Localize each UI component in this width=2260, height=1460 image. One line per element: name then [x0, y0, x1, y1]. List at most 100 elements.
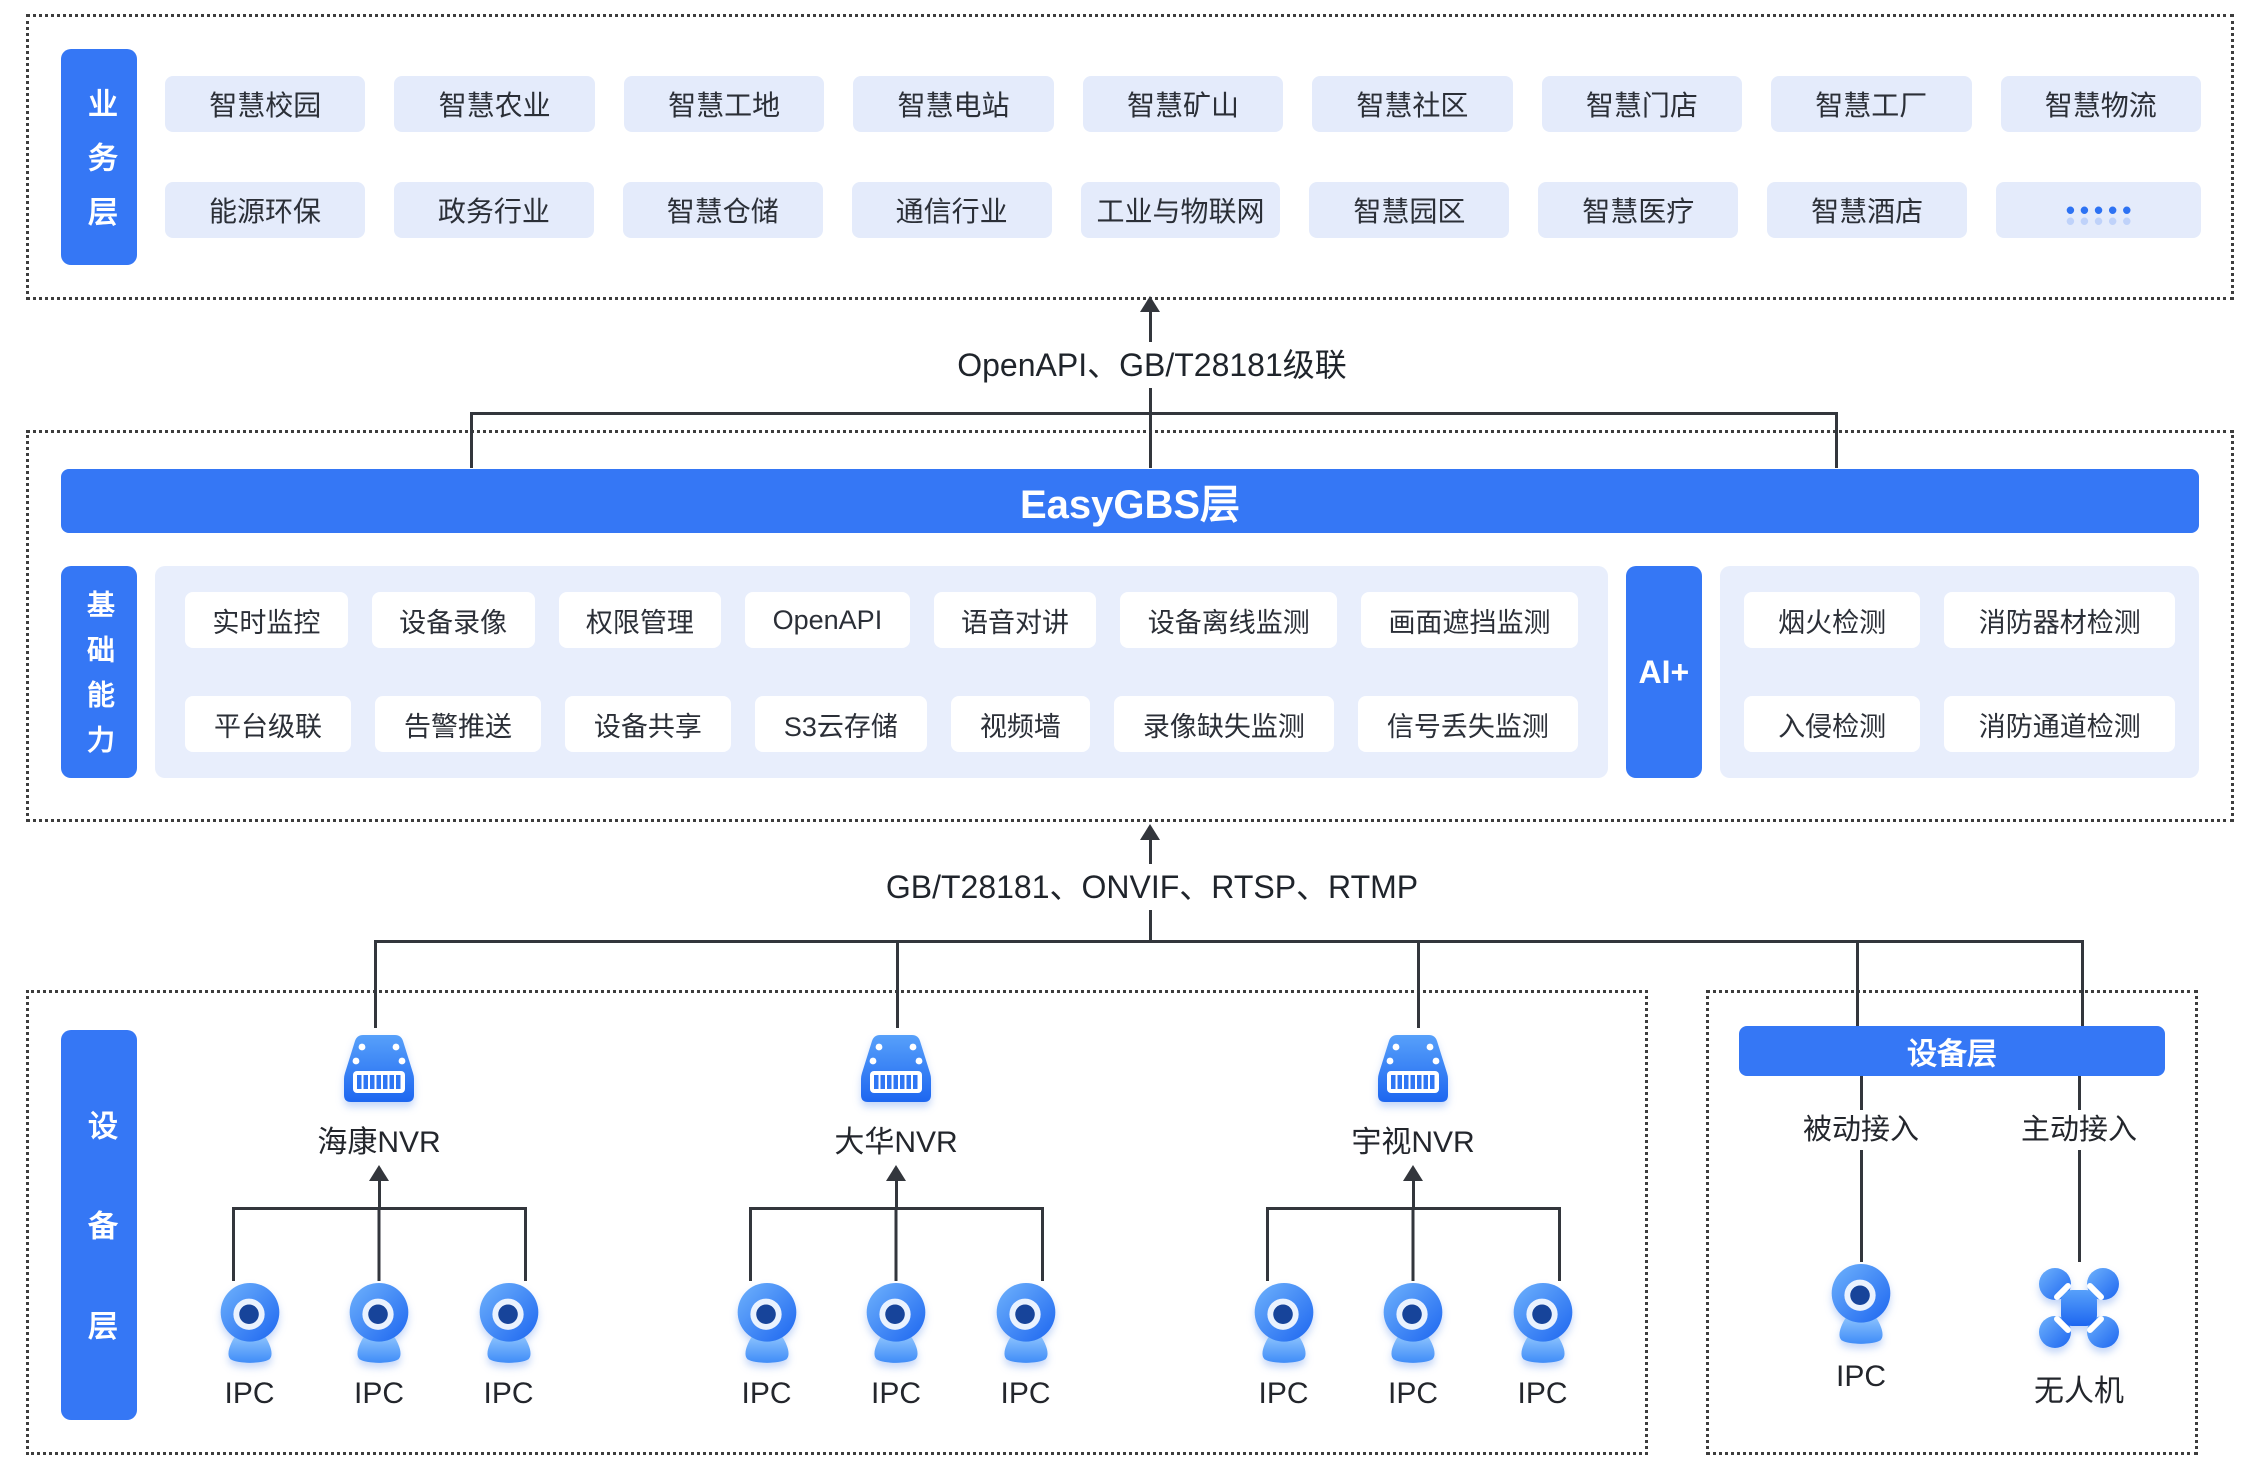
business-item: 智慧电站	[853, 76, 1054, 132]
device-layer-right-section: 设备层 被动接入 IPC 主动接入 无人机	[1706, 990, 2198, 1455]
ipc-label: IPC	[1258, 1377, 1309, 1410]
ipc-device: IPC	[1488, 1281, 1598, 1411]
ai-plus-label: AI+	[1625, 566, 1702, 778]
ipc-label: IPC	[741, 1377, 792, 1410]
ipc-label: IPC	[1387, 1377, 1438, 1410]
arrow-head	[1403, 1165, 1423, 1181]
device-layer-label-text: 设备层	[83, 1110, 116, 1410]
business-layer-label-text: 业务层	[83, 88, 116, 250]
business-item: 智慧物流	[2000, 76, 2201, 132]
ipc-camera-icon	[1506, 1281, 1580, 1367]
device-name: IPC	[1835, 1360, 1886, 1393]
capability-item: 设备录像	[371, 592, 535, 648]
ipc-camera-icon	[213, 1281, 287, 1367]
business-item: 通信行业	[851, 182, 1052, 238]
business-item: 智慧工厂	[1771, 76, 1972, 132]
ipc-device: IPC	[324, 1281, 434, 1411]
nvr-group: 海康NVR IPC	[159, 1029, 599, 1411]
ipc-row: IPC IPC IPC	[1229, 1281, 1598, 1411]
connector-bracket-top	[470, 412, 1838, 415]
ipc-camera-icon	[1247, 1281, 1321, 1367]
ipc-bracket	[748, 1207, 1044, 1281]
ipc-camera-icon	[859, 1281, 933, 1367]
nvr-icon	[1370, 1029, 1456, 1113]
capability-item: 视频墙	[950, 696, 1090, 752]
ai-capability-item: 入侵检测	[1743, 696, 1921, 752]
capability-item: OpenAPI	[745, 592, 910, 648]
connector-segment	[1859, 1150, 1863, 1262]
ipc-bracket	[231, 1207, 527, 1281]
ipc-label: IPC	[1000, 1377, 1051, 1410]
connector-drop-right	[1835, 412, 1838, 468]
connector-segment	[2077, 1150, 2081, 1262]
connector-label-bottom: GB/T28181、ONVIF、RTSP、RTMP	[867, 864, 1437, 910]
ipc-label: IPC	[224, 1377, 275, 1410]
business-row-1: 智慧校园智慧农业智慧工地智慧电站智慧矿山智慧社区智慧门店智慧工厂智慧物流	[165, 76, 2201, 132]
ipc-device: IPC	[712, 1281, 822, 1411]
arrow-head	[886, 1165, 906, 1181]
ai-plus-label-text: AI+	[1638, 653, 1690, 690]
capability-label: 基础能力	[61, 566, 137, 778]
business-layer-label: 业务层	[61, 49, 137, 265]
easygbs-layer-bar: EasyGBS层	[61, 469, 2199, 533]
capability-item: 录像缺失监测	[1113, 696, 1334, 752]
arrow-head	[369, 1165, 389, 1181]
ipc-camera-icon	[1376, 1281, 1450, 1367]
nvr-groups: 海康NVR IPC	[159, 1029, 1633, 1411]
capability-item: 权限管理	[558, 592, 722, 648]
ipc-bracket-center-line	[377, 1210, 381, 1281]
ipc-device: IPC	[1358, 1281, 1468, 1411]
drop-dahua-nvr	[896, 940, 899, 1028]
capability-item: 平台级联	[185, 696, 351, 752]
ai-capability-item: 烟火检测	[1743, 592, 1921, 648]
capability-item: 告警推送	[374, 696, 541, 752]
business-grid: 智慧校园智慧农业智慧工地智慧电站智慧矿山智慧社区智慧门店智慧工厂智慧物流 能源环…	[165, 76, 2202, 238]
arrow-up-icon	[1140, 296, 1160, 312]
capability-item: 实时监控	[185, 592, 348, 648]
nvr-name: 宇视NVR	[1351, 1126, 1475, 1159]
capability-item: 语音对讲	[933, 592, 1097, 648]
access-mode-label: 主动接入	[2020, 1114, 2137, 1146]
connector-segment	[1859, 1076, 1863, 1110]
drop-passive-access	[1856, 940, 1859, 1026]
business-item: 智慧医疗	[1538, 182, 1739, 238]
nvr-group: 宇视NVR IPC	[1193, 1029, 1633, 1411]
nvr-icon	[336, 1029, 422, 1113]
arrow-up-icon	[1403, 1165, 1423, 1207]
ipc-camera-icon	[1824, 1262, 1898, 1348]
capability-item: 信号丢失监测	[1357, 696, 1578, 752]
connector-label-top: OpenAPI、GB/T28181级联	[939, 342, 1365, 388]
access-columns: 被动接入 IPC 主动接入 无人机	[1761, 1076, 2179, 1410]
business-item: 智慧园区	[1309, 182, 1510, 238]
capability-item: S3云存储	[754, 696, 927, 752]
arrow-up-icon	[369, 1165, 389, 1207]
connector-segment	[2077, 1076, 2081, 1110]
drop-hikvision-nvr	[374, 940, 377, 1028]
device-name: 无人机	[2034, 1375, 2124, 1408]
ipc-row: IPC IPC IPC	[712, 1281, 1081, 1411]
access-mode-label: 被动接入	[1802, 1114, 1919, 1146]
connector-bracket-bottom	[377, 940, 2084, 943]
ipc-label: IPC	[353, 1377, 404, 1410]
ipc-label: IPC	[483, 1377, 534, 1410]
business-item: 智慧工地	[623, 76, 825, 132]
ipc-device: IPC	[195, 1281, 305, 1411]
ai-panel: 烟火检测消防器材检测 入侵检测消防通道检测	[1719, 566, 2199, 778]
connector-line-top	[1149, 310, 1152, 468]
business-item: 智慧矿山	[1082, 76, 1284, 132]
active-access-column: 主动接入 无人机	[1979, 1076, 2179, 1410]
device-layer-section: 设备层 海康NVR IP	[26, 990, 1648, 1455]
arrow-up-icon	[1140, 824, 1160, 840]
business-row-2: 能源环保政务行业智慧仓储通信行业工业与物联网智慧园区智慧医疗智慧酒店•••••	[165, 182, 2202, 238]
device-layer-header: 设备层	[1739, 1026, 2165, 1076]
ipc-bracket	[1265, 1207, 1561, 1281]
ipc-device: IPC	[454, 1281, 564, 1411]
drop-active-access	[2081, 940, 2084, 1026]
business-item: 智慧门店	[1541, 76, 1743, 132]
nvr-name: 大华NVR	[834, 1126, 958, 1159]
business-layer-section: 业务层 智慧校园智慧农业智慧工地智慧电站智慧矿山智慧社区智慧门店智慧工厂智慧物流…	[26, 14, 2234, 300]
